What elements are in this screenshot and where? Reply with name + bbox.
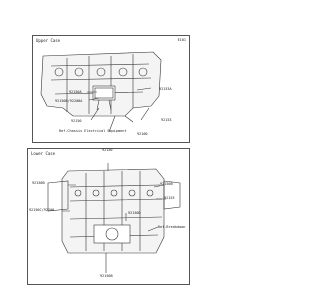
label-92153: 92153	[161, 118, 172, 122]
label-92150a: 92150A	[69, 90, 82, 94]
label-92150b-right: 92150B	[160, 182, 173, 186]
upper-case-panel: Upper Case E101 92150A 92153A 92150B/922…	[32, 35, 190, 143]
upper-case-title: Upper Case	[36, 38, 61, 43]
label-92150b-bottom: 92150B	[100, 274, 113, 278]
label-92150b-92200a: 92150B/92200A	[55, 99, 83, 103]
label-ref-breakdown: Ref.Breakdown	[158, 225, 186, 229]
frame-code: E101	[177, 38, 186, 42]
label-92153a: 92153A	[159, 87, 172, 91]
label-92150c-92200: 92150C/92200	[29, 208, 55, 212]
label-92153: 92153	[164, 196, 175, 200]
label-ref-chassis: Ref.Chassis Electrical Equipment	[59, 129, 127, 133]
label-92150-top: 92150	[102, 148, 113, 152]
lower-case-panel: Lower Case 92150 92150B 92150B 92153 921…	[27, 148, 190, 285]
label-92150b-left: 92150B	[32, 181, 45, 185]
lower-case-title: Lower Case	[31, 151, 56, 156]
label-92150d: 92150D	[128, 211, 141, 215]
label-92160: 92160	[137, 132, 148, 136]
upper-case-drawing	[40, 51, 162, 133]
label-92150: 92150	[71, 119, 82, 123]
lower-case-drawing	[47, 163, 181, 273]
